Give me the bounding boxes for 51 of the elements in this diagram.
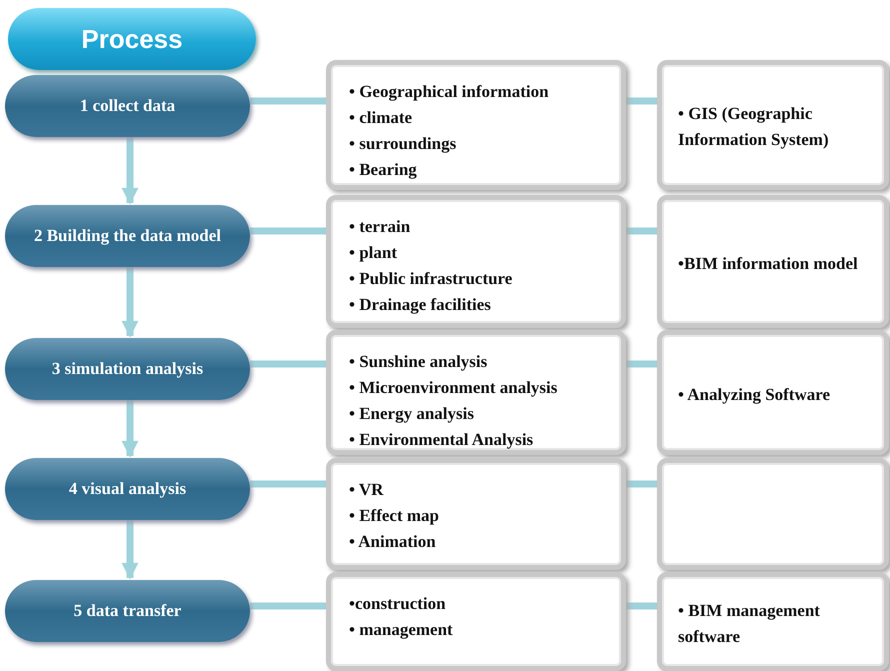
title-pill: Process xyxy=(8,8,256,70)
process-step: 5 data transfer xyxy=(5,580,250,642)
arrow xyxy=(122,137,138,205)
tool-card xyxy=(657,330,889,455)
connector-bar xyxy=(250,228,326,234)
process-step: 1 collect data xyxy=(5,75,250,137)
list-item: • GIS (Geographic Information System) xyxy=(678,103,830,151)
list-item: • Drainage facilities xyxy=(349,294,492,316)
arrow xyxy=(122,267,138,338)
list-item: • VR xyxy=(349,479,384,501)
connector-bar xyxy=(626,98,657,104)
list-item: • Energy analysis xyxy=(349,403,475,425)
tool-card xyxy=(657,60,889,190)
list-item: • Sunshine analysis xyxy=(349,351,488,373)
list-item: • Bearing xyxy=(349,159,418,181)
list-item: • Environmental Analysis xyxy=(349,429,534,451)
list-item: • Geographical information xyxy=(349,81,550,103)
detail-card xyxy=(326,60,626,190)
detail-card xyxy=(326,572,626,671)
detail-card xyxy=(326,330,626,455)
connector-bar xyxy=(250,98,326,104)
tool-card xyxy=(657,458,889,570)
list-item: • climate xyxy=(349,107,414,129)
list-item: • Microenvironment analysis xyxy=(349,377,558,399)
connector-bar xyxy=(626,360,657,368)
list-item: •construction xyxy=(349,593,447,615)
arrow xyxy=(122,520,138,580)
list-item: • BIM management software xyxy=(678,600,821,648)
list-item: • Analyzing Software xyxy=(678,384,832,406)
connector-bar xyxy=(626,480,657,488)
list-item: • Animation xyxy=(349,531,437,553)
arrow xyxy=(122,400,138,458)
list-item: • surroundings xyxy=(349,133,458,155)
process-step: 4 visual analysis xyxy=(5,458,250,520)
tool-card xyxy=(657,572,889,671)
connector-bar xyxy=(250,602,326,610)
connector-bar xyxy=(626,602,657,610)
list-item: • Effect map xyxy=(349,505,440,527)
list-item: • management xyxy=(349,619,454,641)
list-item: • Public infrastructure xyxy=(349,268,514,290)
connector-bar xyxy=(626,228,657,234)
list-item: • terrain xyxy=(349,216,412,238)
process-step: 3 simulation analysis xyxy=(5,338,250,400)
tool-card xyxy=(657,195,889,328)
list-item: • plant xyxy=(349,242,398,264)
detail-card xyxy=(326,458,626,570)
connector-bar xyxy=(250,480,326,488)
list-item: •BIM information model xyxy=(678,252,859,274)
detail-card xyxy=(326,195,626,328)
connector-bar xyxy=(250,360,326,368)
process-step: 2 Building the data model xyxy=(5,205,250,267)
